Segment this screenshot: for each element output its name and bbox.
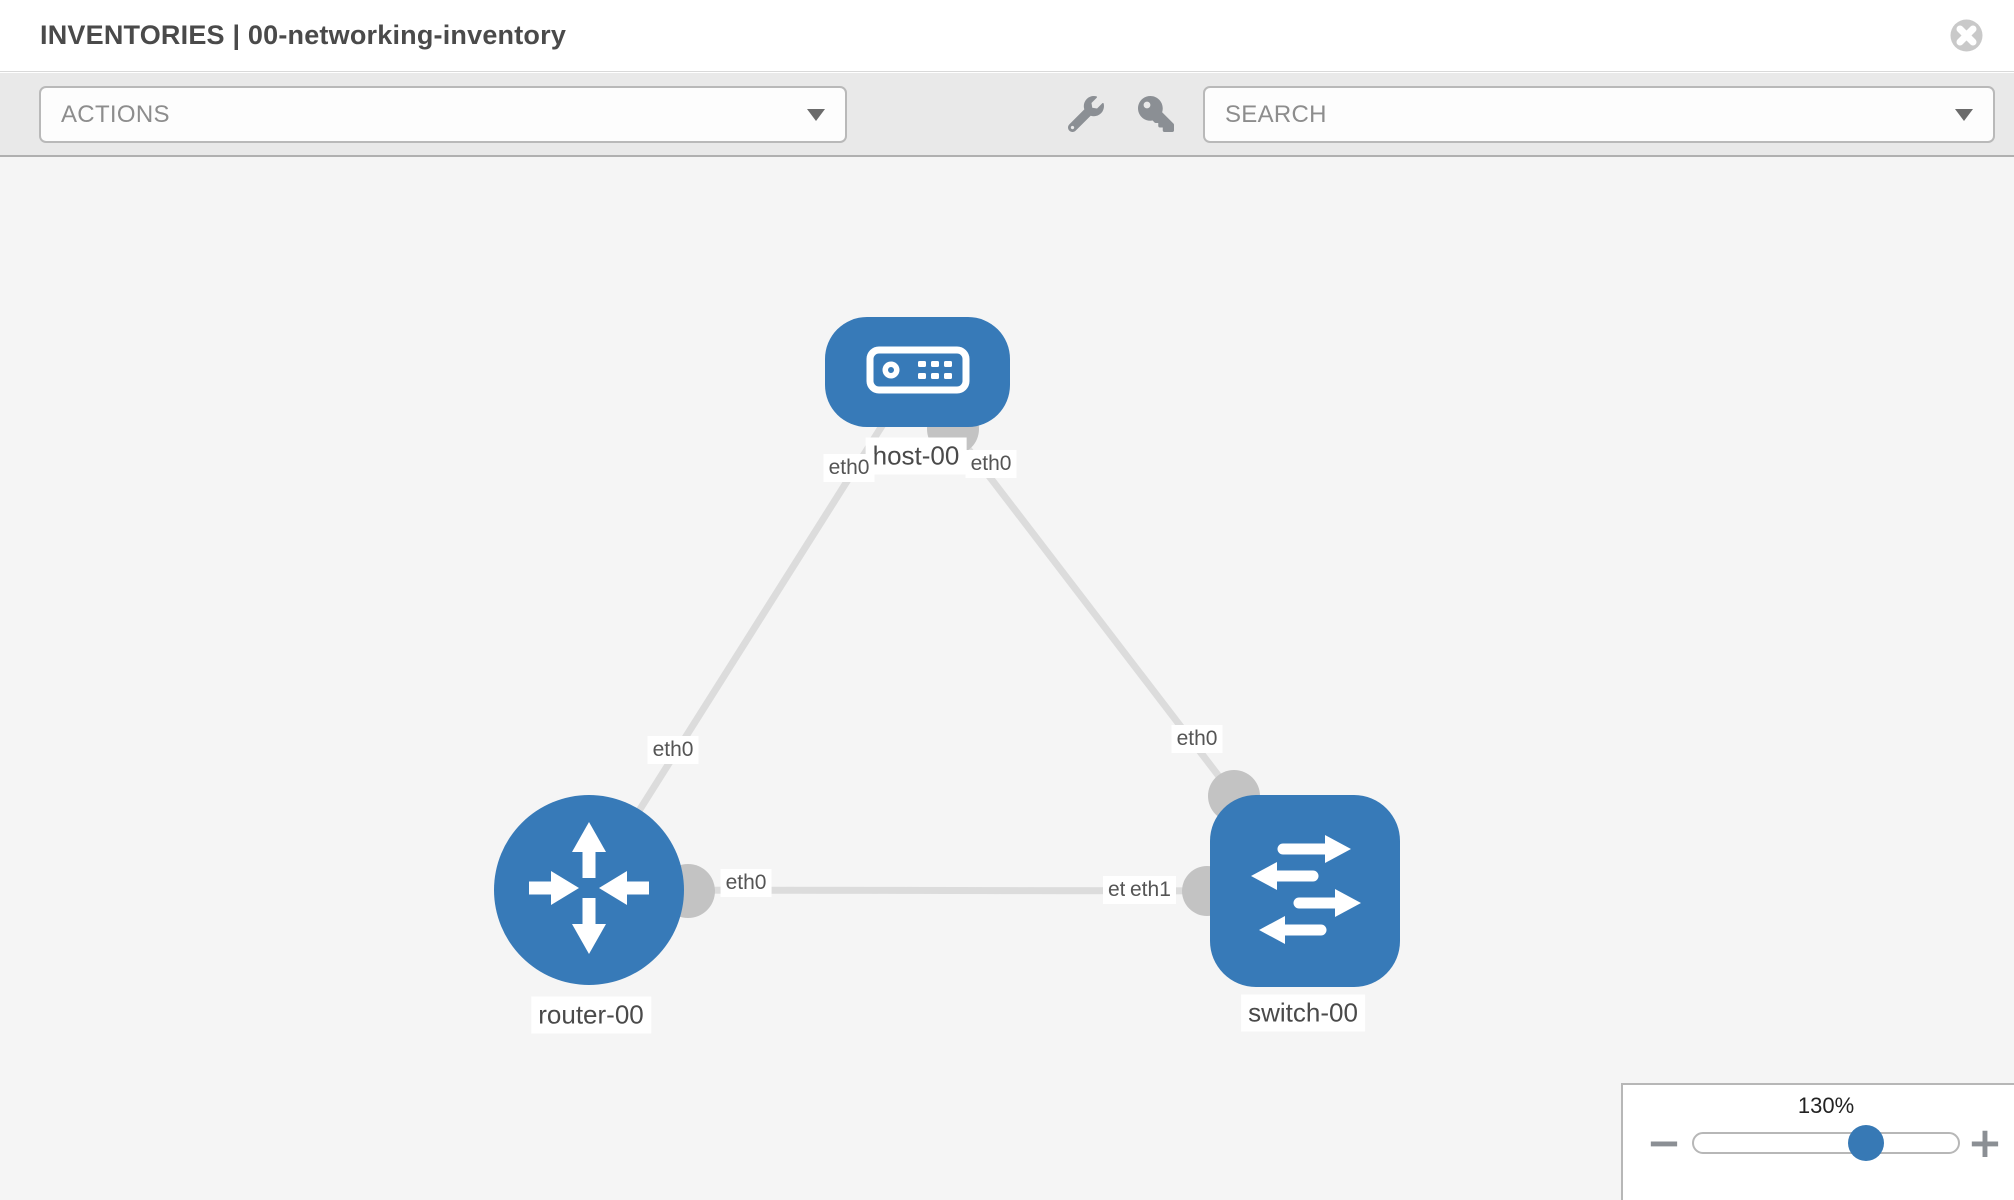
links-layer [586, 370, 1306, 918]
actions-dropdown-label: ACTIONS [61, 100, 170, 128]
zoom-in-button[interactable]: + [1967, 1118, 2003, 1167]
toolbar: ACTIONS SEARCH [0, 73, 2014, 157]
zoom-out-button[interactable]: − [1646, 1118, 1682, 1167]
close-button[interactable] [1949, 18, 1984, 53]
credentials-button[interactable] [1136, 95, 1176, 135]
interface-label-eth0: eth0 [647, 736, 699, 764]
node-label-switch: switch-00 [1241, 994, 1365, 1032]
configure-button[interactable] [1066, 95, 1106, 135]
zoom-control-panel: 130% − + [1621, 1083, 2014, 1200]
interface-label-eth1: eth1 [1125, 876, 1176, 904]
zoom-level-value: 130% [1797, 1093, 1855, 1118]
search-dropdown[interactable]: SEARCH [1203, 86, 1995, 143]
switch-icon [1239, 823, 1371, 960]
page-title: INVENTORIES | 00-networking-inventory [40, 20, 567, 50]
actions-dropdown[interactable]: ACTIONS [39, 86, 847, 143]
node-label-host: host-00 [865, 437, 967, 475]
interface-label-eth0: eth0 [1171, 725, 1223, 753]
chevron-down-icon [807, 108, 825, 121]
key-icon [1138, 95, 1174, 135]
interface-label-eth0: eth0 [720, 869, 772, 897]
interface-label-eth0: eth0 [823, 454, 875, 482]
chevron-down-icon [1955, 108, 1973, 121]
node-host-00[interactable] [825, 317, 1010, 427]
close-icon [1949, 19, 1984, 56]
search-dropdown-label: SEARCH [1225, 100, 1327, 128]
window-header: INVENTORIES | 00-networking-inventory [0, 0, 2014, 72]
node-router-00[interactable] [494, 795, 684, 985]
zoom-slider-track[interactable] [1692, 1125, 1960, 1161]
topology-canvas[interactable]: host-00 router-00 switch-00 eth0 eth0 et… [0, 157, 2014, 1200]
host-icon [866, 346, 970, 399]
node-switch-00[interactable] [1210, 795, 1400, 987]
node-label-router: router-00 [531, 996, 651, 1034]
zoom-slider-handle[interactable] [1848, 1125, 1884, 1161]
router-icon [519, 818, 659, 963]
wrench-icon [1067, 95, 1104, 135]
interface-label-eth0: eth0 [965, 450, 1017, 478]
